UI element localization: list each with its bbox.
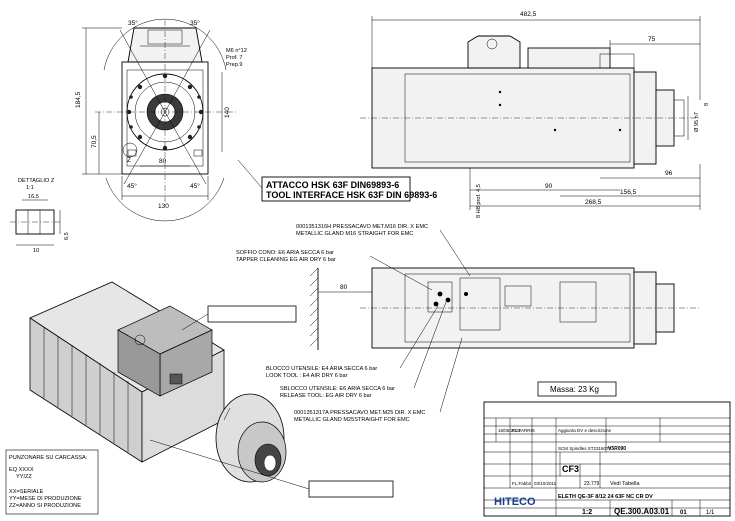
- screw-spec-line-1: M6 n°12: [226, 48, 247, 54]
- top-view-labels: 482,5 75 96 90 156,5 268,5 Ø 95 h7 8 8 H…: [476, 11, 710, 218]
- dim-70: 70,5: [91, 135, 98, 148]
- dim-length: 482,5: [520, 11, 537, 18]
- callout-lock-it: BLOCCO UTENSILE: E4 ARIA SECCA 6 bar: [266, 366, 377, 372]
- marking-title: PUNZONARE SU CARCASSA:: [9, 455, 88, 461]
- marking-line-1: EQ XXXX: [9, 467, 34, 473]
- drawing-scale: 1:2: [582, 509, 592, 516]
- drawn-by: FL.Fabbri: [512, 481, 531, 486]
- callout-lock-en: LOOK TOOL : E4 AIR DRY 6 bar: [266, 373, 348, 379]
- material-code: SCM Spindles ST2316070: [558, 446, 612, 451]
- callout-cone-blow-en: TAPPER CLEANING EG AIR DRY 6 bar: [236, 257, 336, 263]
- angle-label-bottom-left: 45°: [127, 182, 137, 190]
- marking-line-4: XX=SERIALE: [9, 489, 44, 495]
- dim-96: 96: [665, 170, 673, 177]
- angle-label-top-left: 35°: [128, 19, 138, 27]
- marking-line-5: YY=MESE DI PRODUZIONE: [9, 496, 82, 502]
- side-dim-80: 80: [340, 284, 348, 291]
- mass-label: Massa: 23 Kg: [550, 385, 599, 394]
- front-view: [82, 18, 238, 222]
- drawing-number: QE.300.A03.01: [614, 507, 670, 516]
- side-view-callouts: 0001351316H PRESSACAVO MET.M16 DIR. X EM…: [236, 224, 428, 423]
- callout-release-en: RELEASE TOOL: EG AIR DRY 6 bar: [280, 393, 372, 399]
- rev-description: Aggiunta DV e descrizione: [558, 428, 612, 433]
- dim-90: 90: [545, 183, 553, 190]
- cf-mark: CF3: [562, 464, 579, 474]
- detail-dim-10: 10: [33, 248, 39, 254]
- side-view: 80: [309, 229, 700, 413]
- drawing-date: 03/10/2011: [534, 481, 557, 486]
- callout-gland-m16-en: METALLIC GLAND M16 STRAIGHT FOR EMC: [296, 231, 413, 237]
- dim-140: 140: [224, 107, 231, 118]
- page-count: 1/1: [706, 510, 715, 516]
- isometric-view: [29, 281, 394, 498]
- detail-dim-6: 6,5: [64, 232, 70, 240]
- brand-logo: HITECO: [494, 496, 536, 508]
- dim-shaft-diameter: Ø 95 h7: [694, 112, 700, 132]
- part-code: V5R090: [608, 446, 626, 452]
- mass-box: Massa: 23 Kg: [537, 381, 617, 397]
- top-view: [360, 16, 701, 210]
- title-block: 18/05/2023 FL.FARRIS Aggiunta DV e descr…: [483, 401, 731, 517]
- dim-80: 80: [159, 158, 167, 165]
- front-view-labels: 35° 35° 45° 45° M6 n°12 Prof. 7 Prep.9 1…: [75, 19, 247, 210]
- callout-gland-m25-en: METALLIC GLAND M25STRAIGHT FOR EMC: [294, 417, 410, 423]
- detail-marker: Z: [127, 157, 131, 164]
- screw-spec-line-3: Prep.9: [226, 62, 242, 68]
- detail-scale: 1:1: [26, 185, 34, 191]
- callout-gland-m25-it: 0001351317A PRESSACAVO MET.M25 DIR. X EM…: [294, 410, 425, 416]
- dim-156: 156,5: [620, 189, 637, 196]
- revision: 01: [680, 510, 687, 516]
- angle-label-top-right: 35°: [190, 19, 200, 27]
- marking-line-2: YY/ZZ: [16, 474, 32, 480]
- dim-130: 130: [158, 203, 169, 210]
- dim-depth: 8 H8 prof. 4,5: [476, 184, 482, 218]
- callout-gland-m16-it: 0001351316H PRESSACAVO MET.M16 DIR. X EM…: [296, 224, 428, 230]
- interface-line-it: ATTACCO HSK 63F DIN69893-6: [266, 180, 399, 190]
- dim-height-184: 184,5: [75, 91, 82, 108]
- screw-spec-line-2: Prof. 7: [226, 55, 242, 61]
- detail-dim-16: 16,5: [28, 194, 39, 200]
- dim-268: 268,5: [585, 199, 602, 206]
- callout-release-it: SBLOCCO UTENSILE: E6 ARIA SECCA 6 bar: [280, 386, 395, 392]
- marking-note: PUNZONARE SU CARCASSA: EQ XXXX YY/ZZ XX=…: [5, 449, 99, 515]
- detail-z: DETTAGLIO Z 1:1 16,5 6,5 10: [10, 178, 70, 254]
- angle-label-bottom-right: 45°: [190, 182, 200, 190]
- callout-cone-blow-it: SOFFIO CONO: E6 ARIA SECCA 6 bar: [236, 250, 334, 256]
- detail-title: DETTAGLIO Z: [18, 178, 55, 184]
- rev-date: 18/05/2023: [498, 428, 521, 433]
- tool-interface-note: ATTACCO HSK 63F DIN69893-6 TOOL INTERFAC…: [237, 159, 437, 202]
- dim-75: 75: [648, 36, 656, 43]
- marking-line-6: ZZ=ANNO SI PRODUZIONE: [9, 503, 81, 509]
- rev-author: FL.FARRIS: [512, 428, 535, 433]
- sheet-number: 23.779: [584, 481, 600, 487]
- drawing-description: ELETH QE-3F 8/12 24 63F NC CR DV: [558, 494, 653, 500]
- interface-line-en: TOOL INTERFACE HSK 63F DIN 69893-6: [266, 190, 437, 200]
- checker: Vedi Tabella: [610, 481, 641, 487]
- dim-8: 8: [704, 103, 710, 106]
